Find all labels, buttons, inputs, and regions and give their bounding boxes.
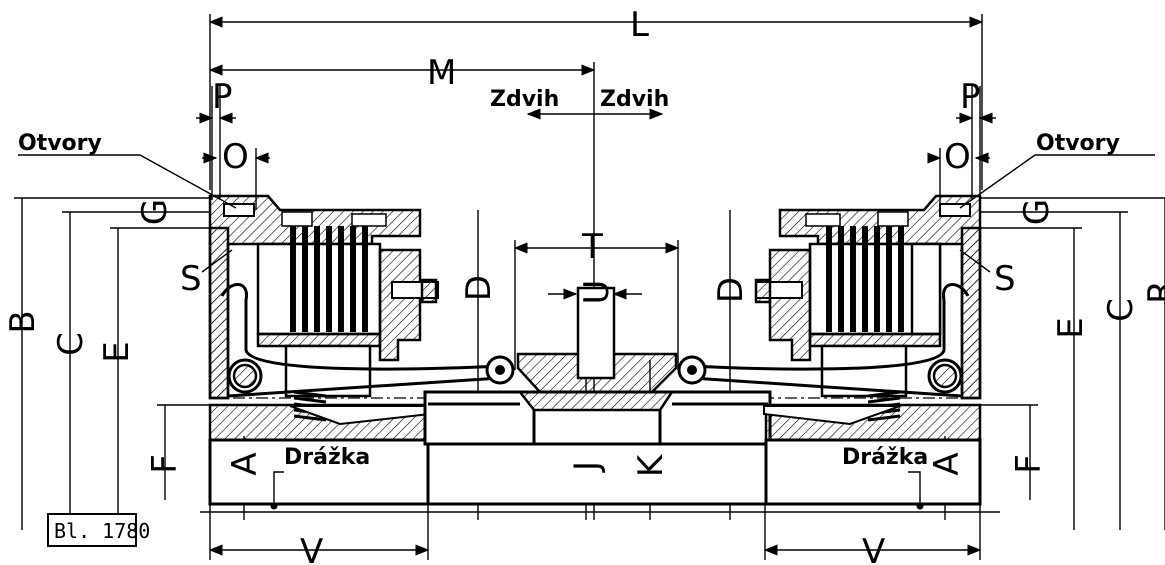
label-R-right: R: [1141, 280, 1165, 304]
label-S-right: S: [994, 259, 1016, 299]
left-inner-ring: [256, 332, 382, 348]
left-pin: [351, 213, 387, 227]
label-zdvih-left: Zdvih: [490, 87, 559, 112]
label-C-right: C: [1101, 298, 1141, 322]
left-pressure-plate: [378, 248, 422, 362]
label-E-left: E: [97, 341, 137, 362]
left-thread: [281, 211, 313, 227]
label-V-left: V: [300, 532, 323, 565]
dimension-L: [208, 14, 984, 190]
label-T: T: [581, 227, 603, 267]
right-outer-wall: [960, 226, 982, 400]
left-lever: [220, 283, 501, 371]
right-bolt-hole: [939, 203, 971, 217]
dimension-verticals-left: [14, 197, 479, 530]
label-P-left: P: [212, 77, 233, 117]
label-E-right: E: [1051, 317, 1091, 338]
dimension-P-right: [956, 86, 996, 200]
label-zdvih-right: Zdvih: [600, 87, 669, 112]
label-U: U: [577, 280, 617, 305]
central-bore: [426, 442, 768, 506]
keyway-left-leader: [270, 471, 284, 510]
label-A-right: A: [927, 452, 967, 475]
right-pressure-plate: [768, 248, 812, 362]
dimension-T: [513, 240, 680, 370]
shift-key: [576, 286, 616, 380]
right-clutch-half: [677, 194, 982, 506]
label-A-left: A: [225, 452, 265, 475]
left-bore: [208, 438, 430, 506]
dimension-V-left: [208, 500, 430, 560]
label-O-left: O: [222, 137, 249, 177]
dimension-verticals-right: [729, 197, 1165, 530]
label-O-right: O: [944, 137, 971, 177]
otvory-right-leader: [959, 154, 1036, 209]
label-K: K: [631, 453, 671, 477]
right-lever: [691, 283, 970, 371]
left-clutch-half: [208, 194, 515, 506]
keyway-right-leader: [908, 471, 924, 510]
right-bore: [764, 438, 982, 506]
sheet-ref-label: Bl. 1780: [54, 519, 150, 543]
label-D-left: D: [459, 275, 499, 301]
left-outer-wall: [208, 226, 230, 400]
right-thread: [877, 211, 909, 227]
label-B-left: B: [3, 310, 43, 333]
sheet-ref-box: [47, 513, 137, 547]
label-C-left: C: [51, 332, 91, 356]
left-friction-discs: [290, 226, 368, 332]
label-D-right: D: [711, 277, 751, 303]
label-otvory-left: Otvory: [18, 131, 102, 156]
left-bolt-hole: [223, 203, 255, 217]
label-drazka-right: Drážka: [842, 445, 928, 470]
right-inner-ring: [808, 332, 942, 348]
dimension-V-right: [763, 500, 982, 560]
label-J: J: [567, 461, 607, 473]
left-screw-head: [420, 278, 438, 304]
otvory-left-leader: [139, 154, 237, 209]
label-otvory-right: Otvory: [1036, 131, 1120, 156]
label-drazka-left: Drážka: [284, 445, 370, 470]
label-P-right: P: [960, 77, 981, 117]
right-pin: [805, 213, 841, 227]
right-screw-head: [754, 278, 772, 304]
label-M: M: [427, 53, 456, 93]
label-F-left: F: [145, 454, 185, 474]
dimension-P-left: [196, 86, 236, 200]
label-L: L: [630, 5, 649, 45]
label-S-left: S: [180, 259, 202, 299]
label-F-right: F: [1009, 454, 1049, 474]
label-G-right: G: [1017, 199, 1057, 225]
label-V-right: V: [862, 532, 885, 565]
label-G-left: G: [135, 199, 175, 225]
right-friction-discs: [826, 226, 904, 332]
